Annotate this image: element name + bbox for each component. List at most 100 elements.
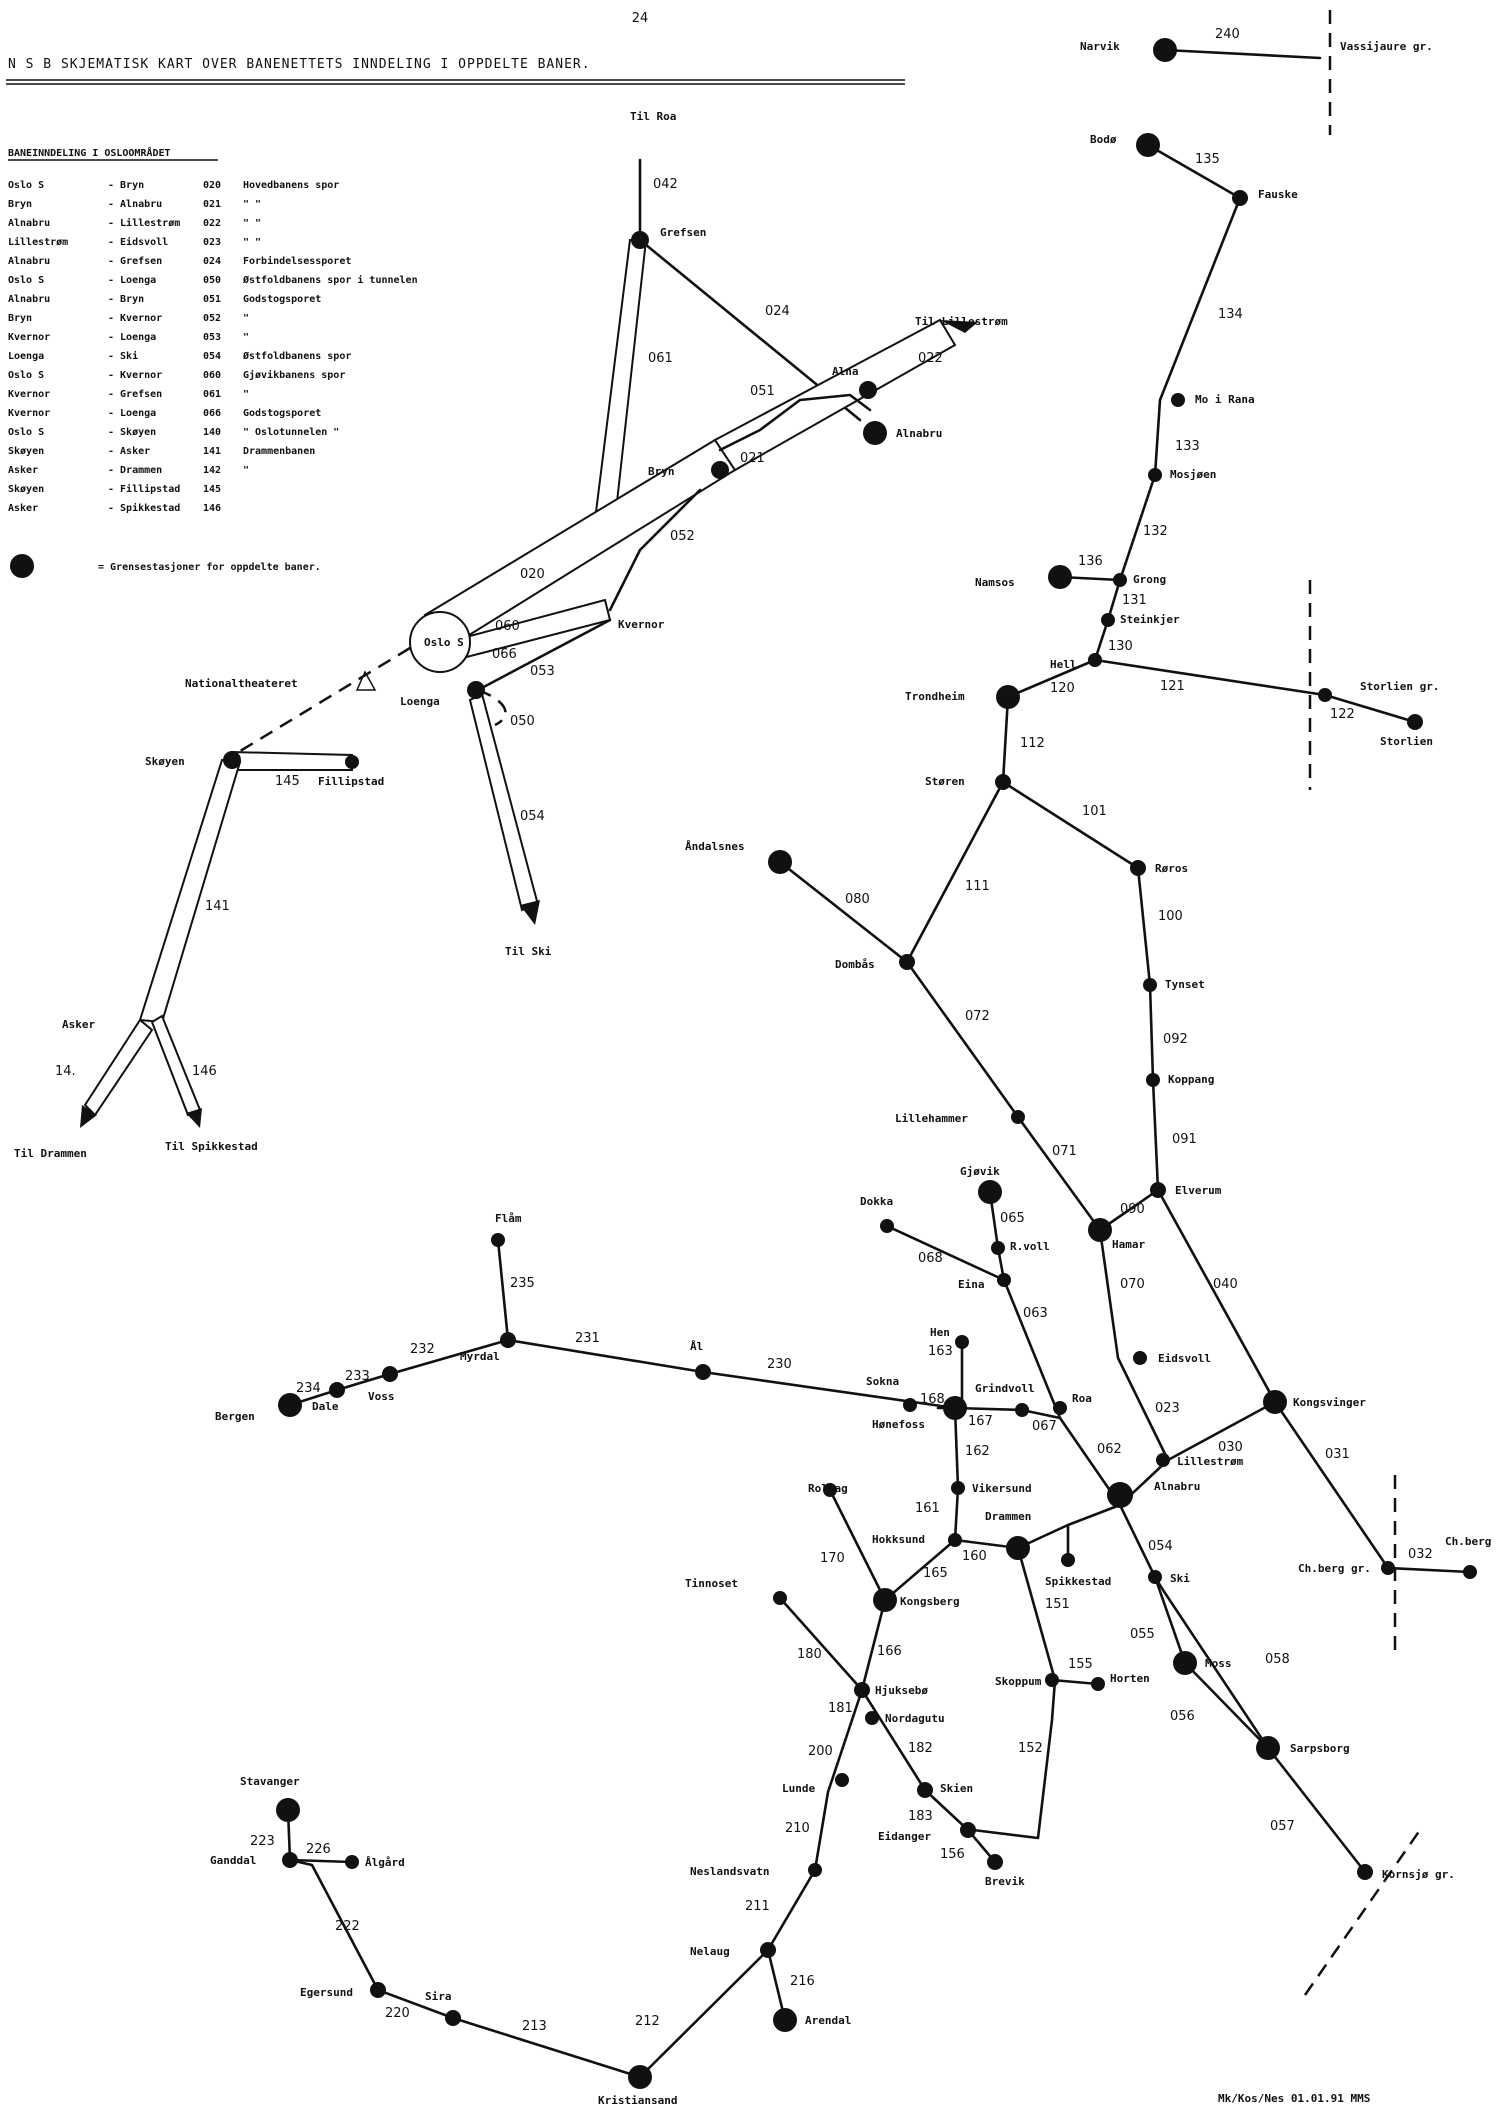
- legend-row-desc: " ": [243, 218, 261, 229]
- tube-142: [83, 1018, 154, 1117]
- station-roros: Røros: [1155, 862, 1188, 875]
- station-dot-egersund: [370, 1982, 386, 1998]
- legend-row-code: 021: [203, 199, 221, 210]
- legend-row-from: Oslo S: [8, 275, 44, 286]
- legend-row-code: 145: [203, 484, 221, 495]
- station-dot-rvoll: [991, 1241, 1005, 1255]
- code-057: 057: [1270, 1819, 1295, 1834]
- line-068: [885, 1224, 1006, 1282]
- code-136: 136: [1078, 554, 1103, 569]
- code-211: 211: [745, 1899, 770, 1914]
- code-068: 068: [918, 1251, 943, 1266]
- legend-row-from: Alnabru: [8, 256, 50, 267]
- legend-row-code: 022: [203, 218, 221, 229]
- label-til-lillestrom: Til Lillestrøm: [915, 315, 1008, 328]
- code-040: 040: [1213, 1277, 1238, 1292]
- station-dot-nelaug: [760, 1942, 776, 1958]
- legend-row-desc: Gjøvikbanens spor: [243, 369, 345, 381]
- station-ganddal: Ganddal: [210, 1854, 256, 1867]
- station-nelaug: Nelaug: [690, 1945, 730, 1958]
- legend-row-to: - Ski: [108, 350, 138, 362]
- label-til-ski: Til Ski: [505, 945, 552, 958]
- legend-row-code: 023: [203, 237, 221, 248]
- station-dot-neslandsvatn: [808, 1863, 822, 1877]
- station-dot-eidsvoll: [1133, 1351, 1147, 1365]
- station-chberg-gr: Ch.berg gr.: [1298, 1562, 1371, 1575]
- legend-row-desc: ": [243, 465, 249, 476]
- station-arendal: Arendal: [805, 2014, 851, 2027]
- station-dot-lunde: [835, 1773, 849, 1787]
- station-dot-hokksund: [948, 1533, 962, 1547]
- station-lillehammer: Lillehammer: [895, 1112, 968, 1125]
- label-skoyen: Skøyen: [145, 755, 185, 768]
- station-grong: Grong: [1133, 573, 1166, 586]
- station-brevik: Brevik: [985, 1875, 1025, 1888]
- code-212: 212: [635, 2014, 660, 2029]
- code-022: 022: [918, 351, 943, 366]
- line-180: [778, 1596, 864, 1692]
- page-number: 24: [632, 11, 649, 26]
- station-dot-sokna: [903, 1398, 917, 1412]
- station-kristiansand: Kristiansand: [598, 2094, 677, 2107]
- bryn-dot: [711, 461, 729, 479]
- station-voss: Voss: [368, 1390, 395, 1403]
- station-kongsberg: Kongsberg: [900, 1595, 960, 1608]
- code-233: 233: [345, 1369, 370, 1384]
- code-052: 052: [670, 529, 695, 544]
- station-dot-mo: [1171, 393, 1185, 407]
- station-dot-al: [695, 1364, 711, 1380]
- station-dot-ski: [1148, 1570, 1162, 1584]
- legend-dot-icon: [10, 554, 34, 578]
- code-122: 122: [1330, 707, 1355, 722]
- station-dot-lillestrom: [1156, 1453, 1170, 1467]
- legend-row-desc: ": [243, 313, 249, 324]
- code-062: 062: [1097, 1442, 1122, 1457]
- code-155: 155: [1068, 1657, 1093, 1672]
- legend-row-from: Oslo S: [8, 370, 44, 381]
- legend-row-code: 060: [203, 370, 221, 381]
- label-nationaltheateret: Nationaltheateret: [185, 677, 298, 690]
- code-072: 072: [965, 1009, 990, 1024]
- tube-145: [231, 750, 353, 771]
- station-trondheim: Trondheim: [905, 690, 965, 703]
- code-230: 230: [767, 1357, 792, 1372]
- legend-row-code: 020: [203, 180, 221, 191]
- legend-row-code: 142: [203, 465, 221, 476]
- code-162: 162: [965, 1444, 990, 1459]
- code-156: 156: [940, 1847, 965, 1862]
- station-dot-alnabru: [1107, 1482, 1133, 1508]
- legend-row-desc: Drammenbanen: [243, 446, 315, 457]
- station-dot-hamar: [1088, 1218, 1112, 1242]
- station-dot-roa: [1053, 1401, 1067, 1415]
- code-167: 167: [968, 1414, 993, 1429]
- station-dot-lillehammer: [1011, 1110, 1025, 1124]
- station-dot-kongsvinger: [1263, 1390, 1287, 1414]
- station-dot-elverum: [1150, 1182, 1166, 1198]
- legend-row-code: 053: [203, 332, 221, 343]
- label-kvernor: Kvernor: [618, 618, 665, 631]
- code-111: 111: [965, 879, 990, 894]
- code-182: 182: [908, 1741, 933, 1756]
- station-storlien: Storlien: [1380, 735, 1433, 748]
- legend-row-code: 051: [203, 294, 221, 305]
- legend-row-desc: ": [243, 332, 249, 343]
- code-021: 021: [740, 451, 765, 466]
- station-dot-koppang: [1146, 1073, 1160, 1087]
- code-210: 210: [785, 1821, 810, 1836]
- line-182-183-156: [860, 1688, 997, 1864]
- station-skien: Skien: [940, 1782, 973, 1795]
- legend-row-to: - Fillipstad: [108, 483, 180, 495]
- station-dots: [276, 38, 1477, 2089]
- legend-row-to: - Lillestrøm: [108, 217, 180, 229]
- code-14: 14.: [55, 1064, 76, 1079]
- code-180: 180: [797, 1647, 822, 1662]
- station-dot-drammen: [1006, 1536, 1030, 1560]
- code-130: 130: [1108, 639, 1133, 654]
- station-vassijaure: Vassijaure gr.: [1340, 40, 1433, 53]
- arrow-til-drammen: [80, 1105, 97, 1128]
- code-163: 163: [928, 1344, 953, 1359]
- grefsen-dot: [631, 231, 649, 249]
- code-232: 232: [410, 1342, 435, 1357]
- line-216: [766, 1948, 787, 2022]
- oslo-s-circle: [409, 611, 471, 673]
